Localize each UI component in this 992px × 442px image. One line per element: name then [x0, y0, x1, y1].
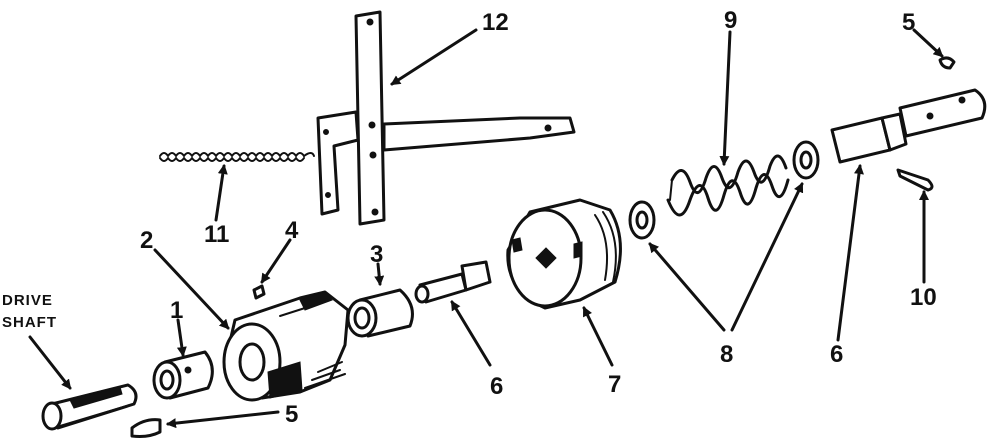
arrow-7 [582, 306, 614, 367]
part-6-square-shaft-right [830, 88, 987, 164]
arrow-3 [374, 262, 385, 286]
part-4-pin [252, 284, 266, 300]
arrow-9 [719, 30, 732, 166]
part-12-lever-bracket [316, 10, 576, 226]
part-2-clutch-jaw [222, 290, 350, 402]
callout-9: 9 [724, 7, 737, 34]
arrow-6-left [450, 300, 492, 367]
part-11-tension-spring [159, 152, 315, 162]
callout-11: 11 [204, 221, 229, 248]
arrow-12 [390, 28, 478, 86]
leader-arrows [28, 28, 944, 429]
drive-shaft [41, 383, 138, 431]
arrow-8b [730, 182, 804, 332]
part-1-bushing [152, 350, 214, 400]
callout-3: 3 [370, 241, 383, 268]
callout-2: 2 [140, 227, 153, 254]
part-5-key-top [938, 56, 956, 70]
callout-7: 7 [608, 371, 621, 398]
part-8-washer-a [628, 200, 656, 240]
arrow-11 [214, 164, 228, 222]
callout-4: 4 [285, 217, 299, 244]
arrow-4 [260, 238, 292, 284]
callout-5-top: 5 [902, 9, 915, 36]
part-8-washer-b [792, 140, 820, 180]
arrow-8a [648, 242, 726, 332]
callout-10: 10 [910, 284, 937, 311]
part-7-clutch-collar [506, 198, 622, 310]
arrow-6-right [836, 164, 864, 342]
callout-12: 12 [482, 9, 509, 36]
arrow-drive-shaft [28, 335, 72, 390]
callout-1: 1 [170, 297, 183, 324]
callout-6-right: 6 [830, 341, 843, 368]
label-drive-shaft-line1: DRIVE [2, 292, 53, 309]
part-3-sleeve [346, 288, 414, 338]
arrow-1 [176, 318, 187, 357]
arrow-5-top [912, 28, 944, 58]
label-drive-shaft-line2: SHAFT [2, 314, 57, 331]
part-10-cotter-pin [896, 168, 934, 192]
part-6-square-shaft-left [414, 260, 492, 304]
callout-5-bottom: 5 [285, 401, 298, 428]
callout-6-left: 6 [490, 373, 503, 400]
callout-8: 8 [720, 341, 733, 368]
arrow-5-bottom [166, 410, 280, 429]
arrow-2 [153, 248, 230, 330]
part-5-key [130, 418, 162, 438]
part-9-spring [666, 154, 790, 217]
